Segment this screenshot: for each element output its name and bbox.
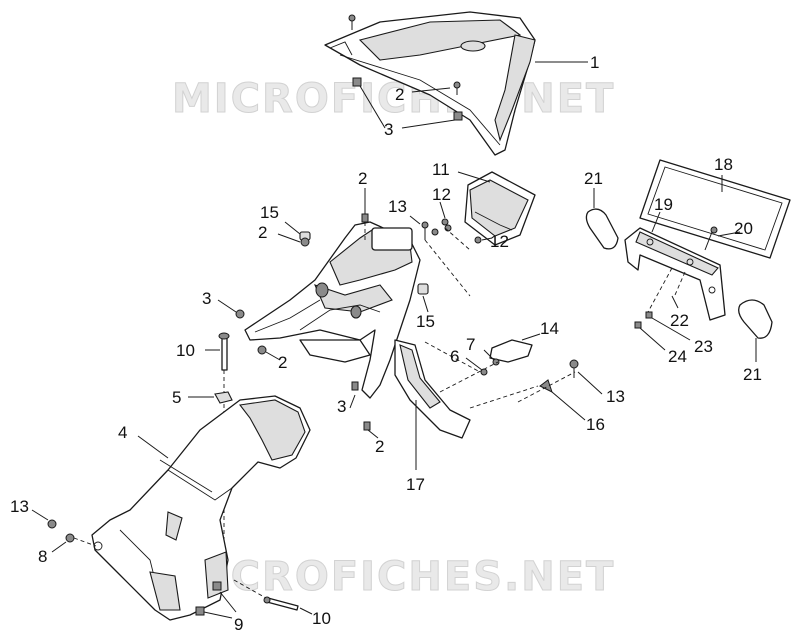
screw-part [539, 359, 579, 393]
long-bolt-part [218, 332, 230, 371]
rear-reflector-part [489, 339, 533, 363]
callout-13: 13 [10, 497, 29, 516]
callout-23: 23 [694, 337, 713, 356]
callout-20: 20 [734, 219, 753, 238]
bolt-part [704, 226, 718, 251]
callout-10: 10 [176, 341, 195, 360]
license-bracket-part [624, 227, 726, 321]
nut-part [634, 311, 653, 329]
watermark: MICROFICHES.NET [172, 76, 615, 122]
callout-22: 22 [670, 311, 689, 330]
callout-21: 21 [584, 169, 603, 188]
nut-part [235, 309, 371, 431]
callout-19: 19 [654, 195, 673, 214]
callout-16: 16 [586, 415, 605, 434]
rear-fender-part [91, 395, 311, 621]
bolt-part [421, 218, 482, 244]
callout-2: 2 [258, 223, 267, 242]
callout-17: 17 [406, 475, 425, 494]
grommet-small-part [300, 237, 310, 247]
screw-part [361, 213, 369, 223]
callout-3: 3 [337, 397, 346, 416]
grommet-part [299, 231, 429, 295]
callout-6: 6 [450, 347, 459, 366]
long-bolt-part [263, 596, 299, 611]
license-plate-part [639, 159, 791, 259]
reflector-part [585, 208, 773, 339]
rear-cover-part [324, 11, 536, 156]
tray-part [464, 171, 536, 246]
callout-7: 7 [466, 335, 475, 354]
rear-frame-part [244, 221, 471, 439]
callout-21: 21 [743, 365, 762, 384]
callout-8: 8 [38, 547, 47, 566]
callout-3: 3 [202, 289, 211, 308]
callout-13: 13 [388, 197, 407, 216]
callout-4: 4 [118, 423, 127, 442]
clip-part [214, 391, 233, 404]
callout-18: 18 [714, 155, 733, 174]
callout-labels: 1 2 3 11 18 21 2 15 13 12 19 2 12 20 3 1… [10, 53, 762, 634]
callout-2: 2 [278, 353, 287, 372]
callout-10: 10 [312, 609, 331, 628]
callout-2: 2 [358, 169, 367, 188]
callout-15: 15 [260, 203, 279, 222]
callout-24: 24 [668, 347, 687, 366]
callout-2: 2 [395, 85, 404, 104]
clip-nut-part [352, 77, 463, 121]
callout-3: 3 [384, 120, 393, 139]
washer-part [480, 358, 500, 376]
callout-9: 9 [234, 615, 243, 634]
bolt-part [47, 519, 75, 543]
callout-2: 2 [375, 437, 384, 456]
callout-1: 1 [590, 53, 599, 72]
callout-15: 15 [416, 312, 435, 331]
callout-13: 13 [606, 387, 625, 406]
watermark: MICROFICHES.NET [172, 554, 615, 600]
callout-12: 12 [432, 185, 451, 204]
callout-11: 11 [432, 160, 450, 179]
callout-12: 12 [490, 232, 509, 251]
callout-5: 5 [172, 388, 181, 407]
screw-part [348, 14, 461, 95]
callout-14: 14 [540, 319, 559, 338]
clip-nut-part [195, 581, 222, 616]
